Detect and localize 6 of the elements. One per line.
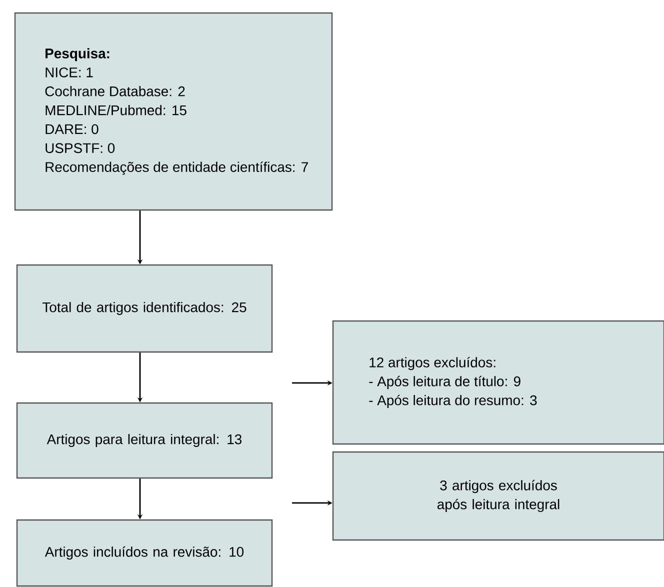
process-box: Pesquisa: NICE: 1 Cochrane Database: 2 MEDLINE/Pubmed: 15 DARE: 0 USPSTF: 0 Recomendações de entidade científicas: 7 [14,12,333,211]
process-box: 12 artigos excluídos: - Após leitura de título: 9 - Após leitura do resumo: 3 [332,320,664,445]
process-box: Artigos incluídos na revisão: 10 [16,519,273,587]
process-box: 3 artigos excluídos após leitura integral [332,451,664,541]
process-box: Artigos para leitura integral: 13 [16,402,273,479]
process-box: Total de artigos identificados: 25 [16,264,273,353]
